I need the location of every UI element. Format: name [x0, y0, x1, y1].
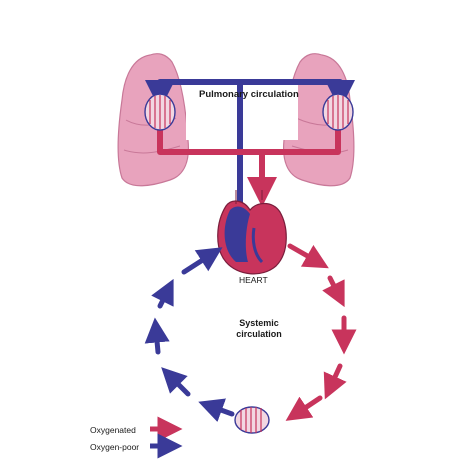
pulmonary-circulation-label: Pulmonary circulation [199, 89, 299, 100]
systemic-oxygenated-arrows [285, 243, 357, 421]
systemic-label-line1: Systemic [239, 318, 279, 328]
heart [217, 190, 287, 275]
pulmonary-vein [157, 128, 341, 207]
heart-label: HEART [239, 275, 268, 285]
pulmonary-artery [145, 79, 355, 205]
left-lung-capillaries [144, 93, 176, 131]
legend-oxygenated-label: Oxygenated [90, 425, 136, 435]
legend-oxygen-poor-label: Oxygen-poor [90, 442, 140, 452]
right-lung-capillaries [322, 93, 354, 131]
systemic-capillaries [234, 406, 270, 434]
systemic-oxygen-poor-arrows [144, 247, 235, 423]
systemic-label-line2: circulation [236, 329, 282, 339]
